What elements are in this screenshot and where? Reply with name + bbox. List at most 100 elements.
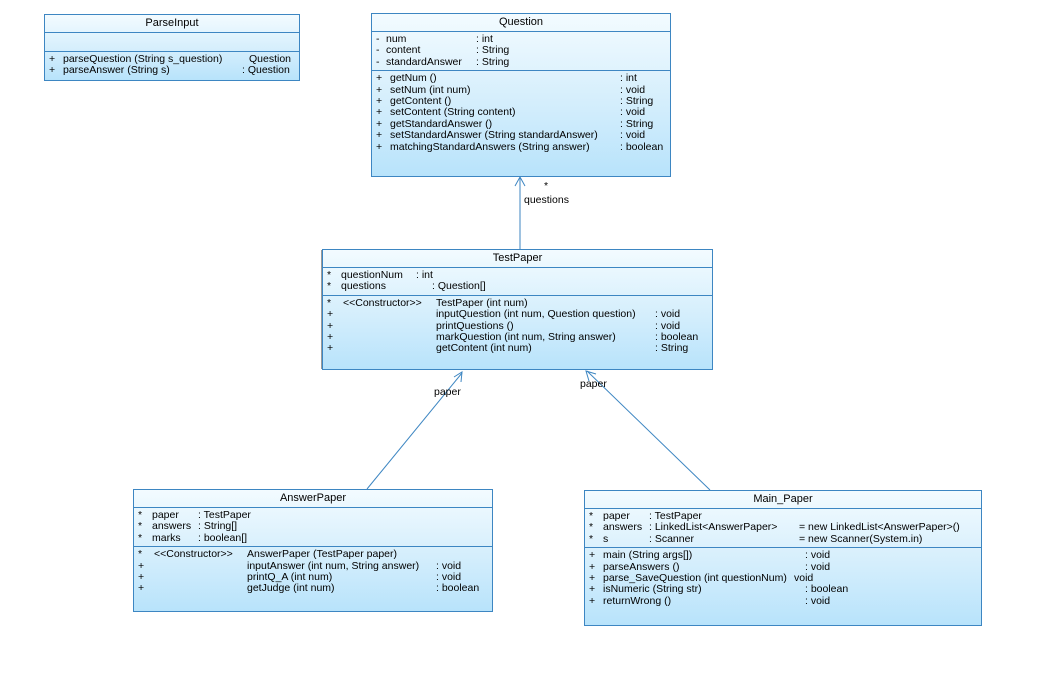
visibility-marker: + — [49, 53, 56, 65]
member-text: s — [603, 532, 609, 545]
member-text: num — [386, 33, 407, 45]
member-text: : String — [476, 44, 510, 57]
visibility-marker: + — [589, 583, 596, 596]
visibility-marker: + — [376, 94, 383, 107]
visibility-marker: * — [589, 521, 594, 534]
member-text: void — [794, 571, 814, 584]
operation-row: +parseAnswer (String s): Question — [45, 64, 299, 76]
member-text: parseAnswers () — [603, 560, 680, 573]
visibility-marker: + — [327, 342, 334, 355]
operations-section: + parseQuestion (String s_question) Questi… — [45, 52, 299, 79]
member-text: : void — [805, 594, 831, 607]
member-text: <<Constructor>> — [154, 548, 233, 561]
operation-row: * <<Constructor>> TestPaper (int num) — [323, 296, 712, 309]
class-name: TestPaper — [323, 250, 712, 268]
attributes-section: *paper: TestPaper *answers: LinkedList<A… — [585, 509, 981, 549]
visibility-marker: + — [327, 330, 334, 343]
member-text: questionNum — [341, 269, 403, 281]
member-text: : String[] — [198, 520, 238, 533]
arrowhead-testpaper-from-answerpaper — [453, 371, 463, 383]
member-text: : void — [436, 559, 462, 572]
class-question[interactable]: Question -num : int -content : String -sta… — [371, 13, 671, 177]
member-text: : void — [620, 129, 646, 142]
class-test-paper[interactable]: TestPaper *questionNum: int *questions: … — [321, 249, 713, 370]
visibility-marker: + — [376, 83, 383, 96]
arrowhead-testpaper-from-mainpaper — [585, 370, 597, 382]
member-text: matchingStandardAnswers (String answer) — [390, 140, 590, 153]
member-text: paper — [603, 510, 630, 522]
member-text: : TestPaper — [198, 509, 251, 521]
answerpaper-role-label: paper — [434, 386, 461, 398]
visibility-marker: * — [327, 280, 332, 293]
questions-role-label: questions — [524, 194, 569, 206]
member-text: : String — [655, 342, 689, 355]
selection-edge — [321, 250, 322, 369]
member-text: : String — [620, 117, 654, 130]
visibility-marker: + — [376, 129, 383, 142]
visibility-marker: - — [376, 55, 380, 68]
member-text: : void — [655, 308, 681, 321]
member-text: paper — [152, 509, 179, 521]
member-text: : Question[] — [432, 280, 486, 293]
association-answerpaper-testpaper — [366, 372, 463, 490]
member-text: parseQuestion (String s_question) — [63, 53, 223, 65]
visibility-marker: + — [138, 570, 145, 583]
member-text: TestPaper (int num) — [436, 296, 528, 309]
member-text: inputAnswer (int num, String answer) — [247, 559, 420, 572]
member-text: content — [386, 44, 421, 57]
attribute-row: *marks: boolean[] — [134, 531, 492, 544]
operation-row: +inputQuestion (int num, Question questi… — [323, 308, 712, 321]
member-text: printQuestions () — [436, 319, 514, 332]
questions-multiplicity: * — [544, 180, 549, 192]
member-text: : void — [805, 549, 831, 562]
attributes-section: -num : int -content : String -standardAnsw… — [372, 32, 670, 72]
association-mainpaper-testpaper — [586, 370, 711, 491]
operation-row: +getStandardAnswer (): String — [372, 117, 670, 130]
operation-row: +setStandardAnswer (String standardAnswe… — [372, 129, 670, 142]
member-text: main (String args[]) — [603, 549, 693, 562]
class-parse-input[interactable]: ParseInput + parseQuestion (String s_ques… — [44, 14, 300, 81]
member-text: Question — [249, 53, 292, 65]
member-text: AnswerPaper (TestPaper paper) — [247, 548, 397, 561]
visibility-marker: + — [376, 106, 383, 119]
attribute-row: *paper: TestPaper — [134, 509, 492, 521]
attribute-row: -standardAnswer: String — [372, 55, 670, 68]
member-text: getStandardAnswer () — [390, 117, 493, 130]
member-text: : int — [476, 33, 493, 45]
class-name: Main_Paper — [585, 491, 981, 509]
class-name: ParseInput — [45, 15, 299, 33]
visibility-marker: + — [589, 549, 596, 562]
operation-row: +parseAnswers (): void — [585, 560, 981, 573]
operation-row: +printQuestions (): void — [323, 319, 712, 332]
member-text: markQuestion (int num, String answer) — [436, 330, 616, 343]
member-text: getContent () — [390, 94, 452, 107]
member-text: marks — [152, 531, 181, 544]
member-text: returnWrong () — [603, 594, 672, 607]
class-name: AnswerPaper — [134, 490, 492, 508]
visibility-marker: + — [138, 582, 145, 595]
visibility-marker: - — [376, 33, 380, 45]
operation-row: +getContent (int num): String — [323, 342, 712, 355]
operation-row: +setContent (String content): void — [372, 106, 670, 119]
visibility-marker: + — [138, 559, 145, 572]
attribute-row: *s: Scanner= new Scanner(System.in) — [585, 532, 981, 545]
operation-row: + parseQuestion (String s_question) Questi… — [45, 53, 299, 65]
class-answer-paper[interactable]: AnswerPaper *paper: TestPaper *answers: … — [133, 489, 493, 612]
operation-row: + main (String args[]) : void — [585, 549, 981, 562]
operation-row: +markQuestion (int num, String answer): … — [323, 330, 712, 343]
member-text: : boolean — [436, 582, 480, 595]
member-text: : String — [620, 94, 654, 107]
visibility-marker: * — [589, 510, 594, 522]
class-name: Question — [372, 14, 670, 32]
operation-row: * <<Constructor>> AnswerPaper (TestPaper p… — [134, 548, 492, 561]
member-text: <<Constructor>> — [343, 296, 422, 309]
visibility-marker: * — [138, 548, 143, 561]
member-text: printQ_A (int num) — [247, 570, 333, 583]
visibility-marker: * — [327, 296, 332, 309]
operation-row: +getNum (): int — [372, 72, 670, 84]
visibility-marker: * — [138, 531, 143, 544]
attribute-row: -content: String — [372, 44, 670, 57]
mainpaper-role-label: paper — [580, 378, 607, 390]
member-text: questions — [341, 280, 386, 293]
class-main-paper[interactable]: Main_Paper *paper: TestPaper *answers: L… — [584, 490, 982, 626]
